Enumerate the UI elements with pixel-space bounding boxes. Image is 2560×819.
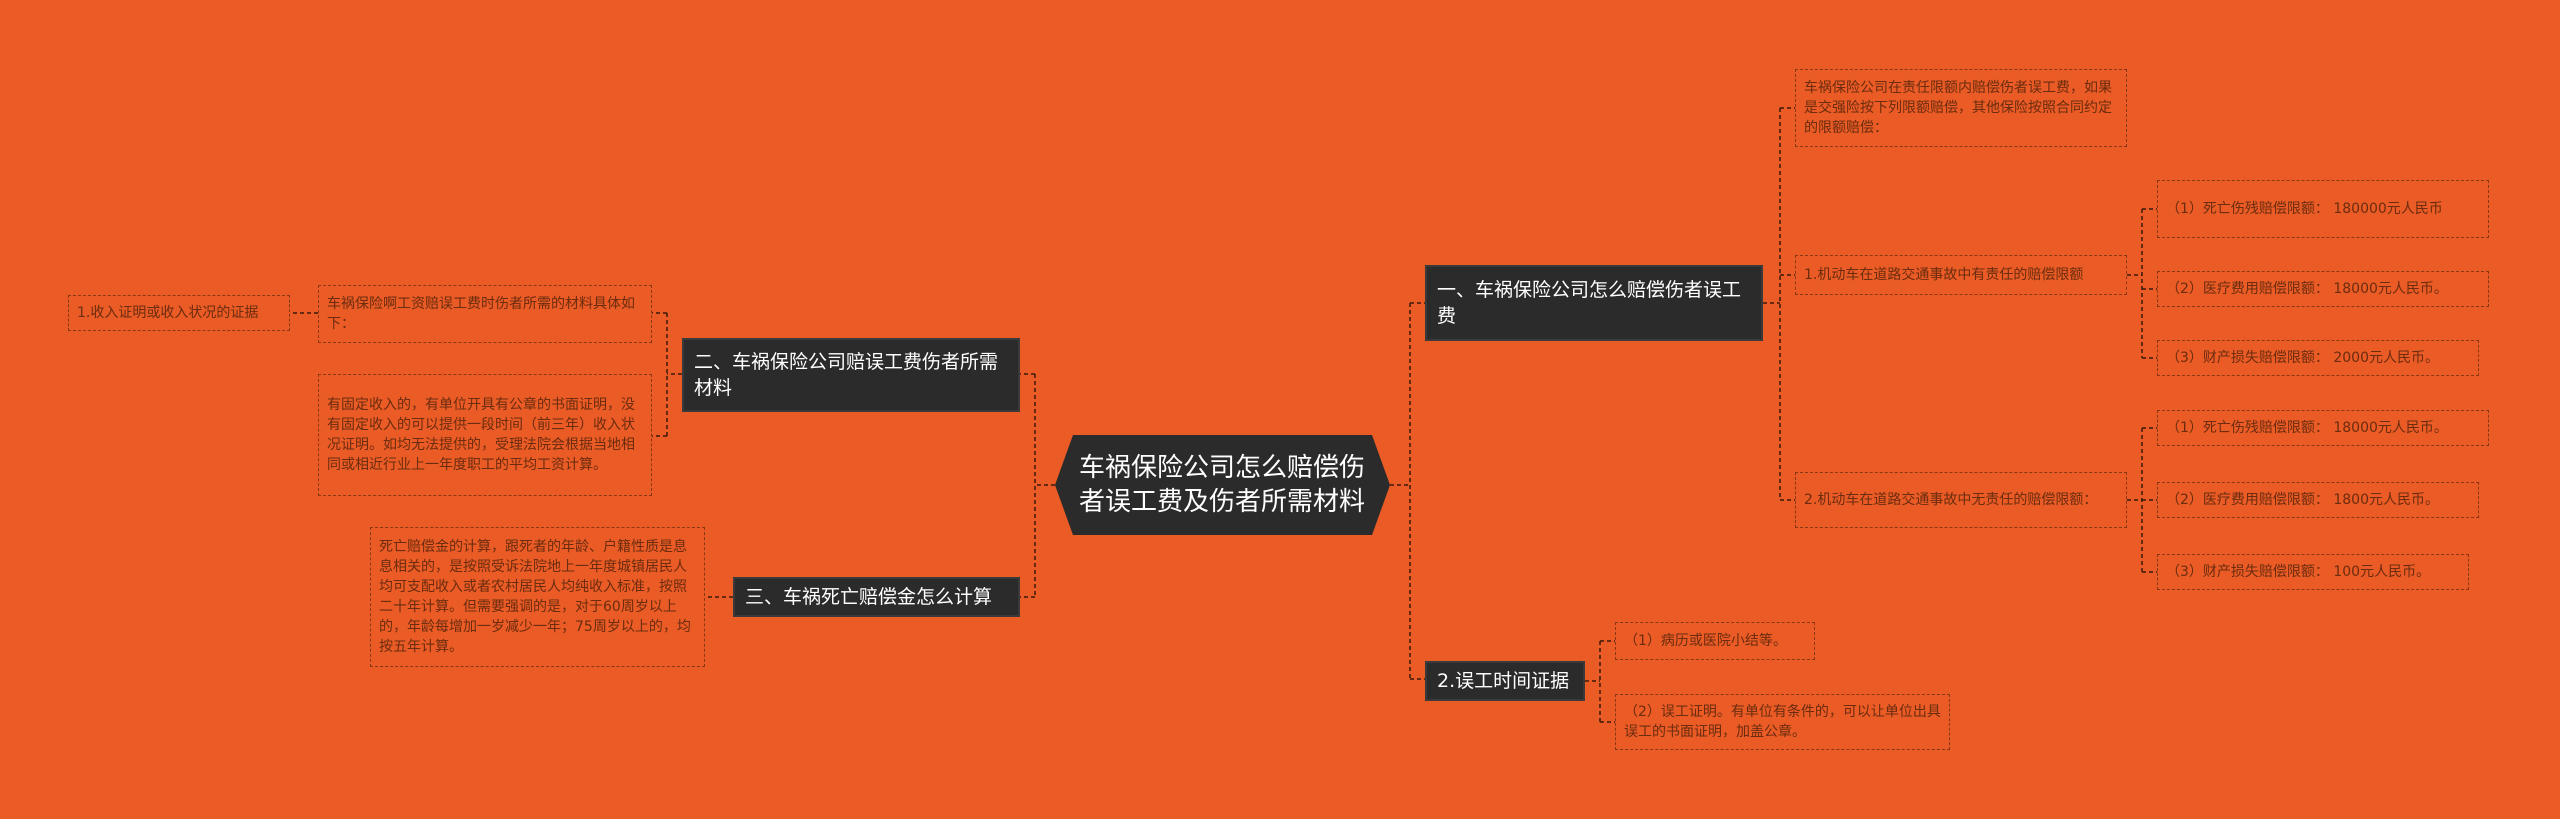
not-liable-item-1[interactable]: （1）死亡伤残赔偿限额： 18000元人民币。 <box>2157 410 2489 446</box>
link-notliable-trunk <box>2127 428 2143 572</box>
liable-item-3-text: （3）财产损失赔偿限额： 2000元人民币。 <box>2166 350 2439 366</box>
branch-death-compensation-label: 三、车祸死亡赔偿金怎么计算 <box>745 586 993 608</box>
death-compensation-detail[interactable]: 死亡赔偿金的计算，跟死者的年龄、户籍性质是息息相关的，是按照受诉法院地上一年度城… <box>370 527 705 667</box>
branch-insurance-compensation-label: 一、车祸保险公司怎么赔偿伤者误工费 <box>1437 279 1742 327</box>
link-notliable-items <box>2142 427 2157 573</box>
branch-death-compensation[interactable]: 三、车祸死亡赔偿金怎么计算 <box>733 577 1020 617</box>
liable-limits-label: 1.机动车在道路交通事故中有责任的赔偿限额 <box>1804 267 2084 283</box>
link-liable-items <box>2142 208 2157 359</box>
income-detail-note[interactable]: 有固定收入的，有单位开具有公章的书面证明，没有固定收入的可以提供一段时间（前三年… <box>318 374 652 496</box>
not-liable-item-1-text: （1）死亡伤残赔偿限额： 18000元人民币。 <box>2166 420 2448 436</box>
branch-lost-time-evidence-label: 2.误工时间证据 <box>1437 670 1570 692</box>
evidence-item-2-text: （2）误工证明。有单位有条件的，可以让单位出具误工的书面证明，加盖公章。 <box>1624 704 1941 740</box>
not-liable-item-3-text: （3）财产损失赔偿限额： 100元人民币。 <box>2166 564 2431 580</box>
link-b3-trunk <box>666 313 682 436</box>
liable-item-2-text: （2）医疗费用赔偿限额： 18000元人民币。 <box>2166 281 2448 297</box>
liable-limits-node[interactable]: 1.机动车在道路交通事故中有责任的赔偿限额 <box>1795 255 2127 295</box>
branch-required-materials[interactable]: 二、车祸保险公司赔误工费伤者所需材料 <box>682 338 1020 412</box>
income-proof-node[interactable]: 1.收入证明或收入状况的证据 <box>68 295 290 331</box>
not-liable-item-2-text: （2）医疗费用赔偿限额： 1800元人民币。 <box>2166 492 2439 508</box>
liable-item-1-text: （1）死亡伤残赔偿限额： 180000元人民币 <box>2166 201 2443 217</box>
materials-intro-note[interactable]: 车祸保险啊工资赔误工费时伤者所需的材料具体如下： <box>318 285 652 343</box>
liable-item-1[interactable]: （1）死亡伤残赔偿限额： 180000元人民币 <box>2157 180 2489 238</box>
death-compensation-detail-text: 死亡赔偿金的计算，跟死者的年龄、户籍性质是息息相关的，是按照受诉法院地上一年度城… <box>379 539 691 655</box>
link-b3-items <box>652 312 667 437</box>
income-proof-label: 1.收入证明或收入状况的证据 <box>77 305 259 321</box>
evidence-item-2[interactable]: （2）误工证明。有单位有条件的，可以让单位出具误工的书面证明，加盖公章。 <box>1615 694 1950 750</box>
not-liable-item-2[interactable]: （2）医疗费用赔偿限额： 1800元人民币。 <box>2157 482 2479 518</box>
insurance-intro-text: 车祸保险公司在责任限额内赔偿伤者误工费，如果是交强险按下列限额赔偿，其他保险按照… <box>1804 80 2112 136</box>
materials-intro-text: 车祸保险啊工资赔误工费时伤者所需的材料具体如下： <box>327 296 635 332</box>
liable-item-2[interactable]: （2）医疗费用赔偿限额： 18000元人民币。 <box>2157 271 2489 307</box>
not-liable-item-3[interactable]: （3）财产损失赔偿限额： 100元人民币。 <box>2157 554 2469 590</box>
branch-lost-time-evidence[interactable]: 2.误工时间证据 <box>1425 661 1585 701</box>
branch-insurance-compensation[interactable]: 一、车祸保险公司怎么赔偿伤者误工费 <box>1425 265 1763 341</box>
evidence-item-1[interactable]: （1）病历或医院小结等。 <box>1615 622 1815 660</box>
income-detail-text: 有固定收入的，有单位开具有公章的书面证明，没有固定收入的可以提供一段时间（前三年… <box>327 397 635 473</box>
link-liable-trunk <box>2127 209 2143 358</box>
not-liable-limits-label: 2.机动车在道路交通事故中无责任的赔偿限额： <box>1804 492 2098 508</box>
link-b2-items <box>1600 640 1615 723</box>
branch-required-materials-label: 二、车祸保险公司赔误工费伤者所需材料 <box>694 351 999 399</box>
liable-item-3[interactable]: （3）财产损失赔偿限额： 2000元人民币。 <box>2157 340 2479 376</box>
insurance-intro-note[interactable]: 车祸保险公司在责任限额内赔偿伤者误工费，如果是交强险按下列限额赔偿，其他保险按照… <box>1795 69 2127 147</box>
root-label: 车祸保险公司怎么赔偿伤者误工费及伤者所需材料 <box>1079 453 1366 517</box>
evidence-item-1-text: （1）病历或医院小结等。 <box>1624 633 1787 649</box>
link-b2-trunk <box>1585 641 1601 722</box>
root-node[interactable]: 车祸保险公司怎么赔偿伤者误工费及伤者所需材料 <box>1055 435 1390 535</box>
not-liable-limits-node[interactable]: 2.机动车在道路交通事故中无责任的赔偿限额： <box>1795 472 2127 528</box>
